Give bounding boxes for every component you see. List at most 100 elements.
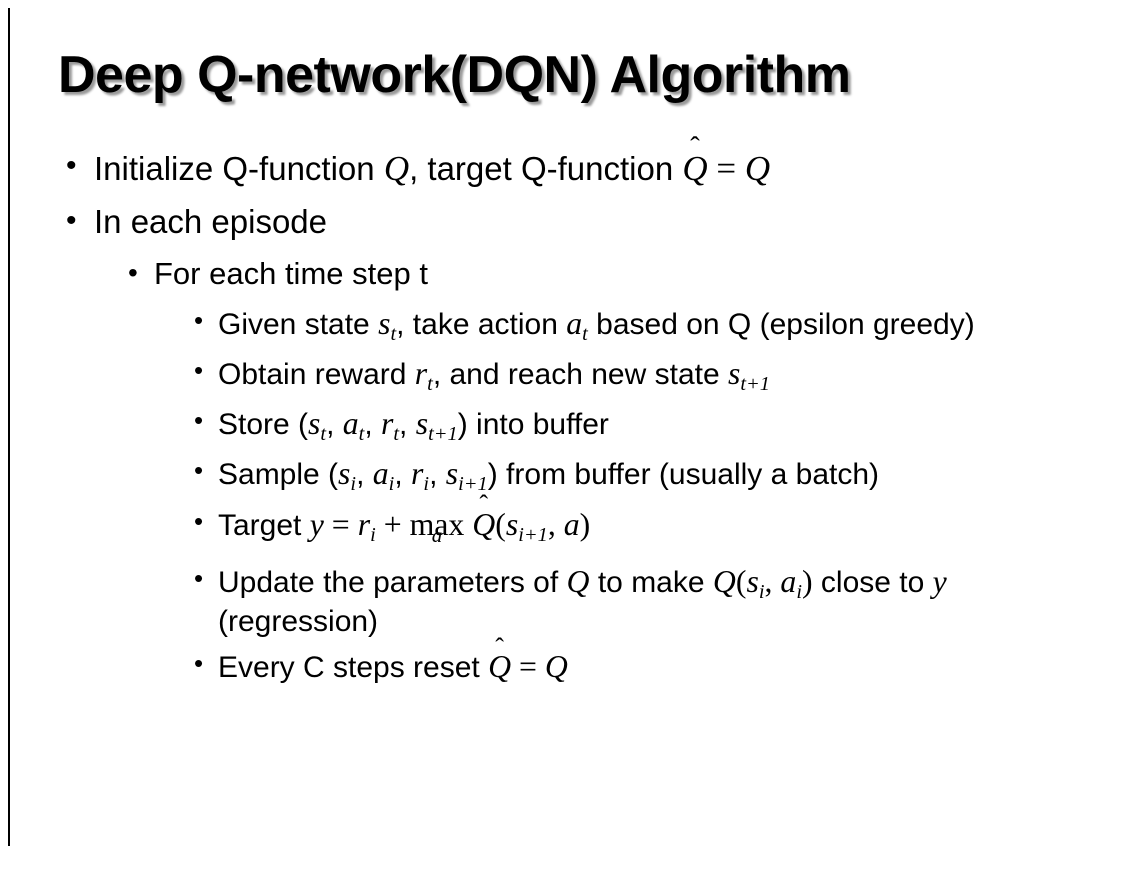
math-var-qhat: ̂Q [472,506,495,544]
math-var-y: y [309,506,324,542]
qhat-base: Q [488,649,512,685]
list-item-text: Every C steps reset ̂Q = Q [218,648,1124,686]
math-var-s: s [505,506,519,542]
math-paren-close: ) [801,563,813,599]
list-item-text: For each time step t [154,256,428,292]
bullet-marker-icon: • [66,149,77,182]
math-var-s-next: s [415,406,429,442]
bullet-marker-icon: • [194,405,204,436]
text-fragment: Every C steps reset [218,651,489,685]
text-fragment: Obtain reward [218,357,415,391]
math-subscript: t [427,373,433,396]
list-item-text: Update the parameters of Q to make Q(si,… [218,563,1124,640]
text-fragment: Given state [218,307,379,341]
math-var-s-next: s [445,456,459,492]
math-space [464,507,472,542]
text-fragment: , [394,458,412,492]
list-item: • Obtain reward rt, and reach new state … [0,355,1124,396]
list-item: • For each time step t [0,256,1124,293]
text-fragment: ) from buffer (usually a batch) [487,458,880,492]
math-subscript: t [582,322,588,345]
math-comma: , [547,506,564,542]
list-item: • Store (st, at, rt, st+1) into buffer [0,405,1124,446]
math-var-a: a [563,506,580,542]
math-var-q2: Q [744,149,771,188]
text-fragment: (regression) [218,604,379,638]
text-fragment: Sample ( [218,458,339,492]
math-equals: = [331,506,350,542]
text-fragment: close to [812,565,933,599]
math-var-s: s [338,456,351,492]
bullet-marker-icon: • [194,562,204,593]
text-fragment: , take action [396,307,567,341]
math-paren-close: ) [579,506,591,542]
bullet-marker-icon: • [194,304,204,335]
math-var-qhat: ̂Q [488,648,511,686]
math-var-q: Q [544,649,568,685]
text-fragment: , [356,458,373,492]
math-var-qhat: ̂Q [682,148,707,189]
list-item: • Initialize Q-function Q, target Q-func… [0,148,1124,189]
text-fragment: , and reach new state [432,357,728,391]
math-subscript: t [393,423,400,446]
math-var-y: y [932,563,947,599]
text-fragment: ) into buffer [457,408,609,442]
math-paren-open: ( [735,563,747,599]
math-var-s: s [308,406,321,442]
math-subscript: t [358,423,365,446]
math-var-s: s [746,563,759,599]
math-var-q: Q [383,149,410,188]
list-item-text: Initialize Q-function Q, target Q-functi… [94,148,1124,189]
left-edge-rule [8,8,10,846]
math-subscript: t+1 [740,373,770,396]
list-item: • Given state st, take action at based o… [0,305,1124,346]
bullet-marker-icon: • [194,455,204,486]
list-item-text: Obtain reward rt, and reach new state st… [218,355,1124,396]
bullet-marker-icon: • [66,204,77,238]
bullet-marker-icon: • [194,354,204,385]
math-subscript: i [370,523,376,546]
math-var-s: s [728,355,741,391]
bullet-marker-icon: • [194,505,204,536]
page-title: Deep Q-network(DQN) Algorithm [58,46,851,104]
math-subscript: i [350,473,357,496]
math-subscript: t [320,423,327,446]
qhat-base: Q [682,149,708,188]
math-var-r: r [411,456,424,492]
math-var-s: s [378,305,391,341]
text-fragment: , target Q-function [409,150,683,187]
bullet-marker-icon: • [128,257,138,289]
math-var-a: a [566,305,583,341]
math-subscript: i [758,580,765,603]
math-comma: , [764,563,781,599]
text-fragment: Store ( [218,408,309,442]
list-item-text: Sample (si, ai, ri, si+1) from buffer (u… [218,455,1124,496]
text-fragment: Update the parameters of [218,565,567,599]
qhat-base: Q [472,506,496,542]
text-fragment: to make [589,565,713,599]
math-subscript: t [390,322,397,345]
math-subscript: i+1 [518,523,548,546]
math-var-r: r [357,506,371,542]
max-limit-var: a [431,522,443,547]
list-item-text: In each episode [94,203,328,241]
math-subscript: i [423,473,430,496]
math-subscript: i+1 [458,473,488,496]
list-item: • Sample (si, ai, ri, si+1) from buffer … [0,455,1124,496]
text-fragment: , [429,458,446,492]
math-var-q2: Q [712,563,736,599]
math-equals: = [519,649,537,685]
text-fragment: based on Q (epsilon greedy) [587,307,975,341]
list-item-text: Store (st, at, rt, st+1) into buffer [218,405,1124,446]
list-item: • Every C steps reset ̂Q = Q [0,648,1124,686]
math-equals: = [716,149,737,188]
text-fragment: Target [218,508,310,542]
math-subscript: i [796,580,802,603]
algorithm-bullet-list: • Initialize Q-function Q, target Q-func… [0,148,1124,695]
math-var-q: Q [566,563,590,599]
math-plus: + [383,506,402,542]
